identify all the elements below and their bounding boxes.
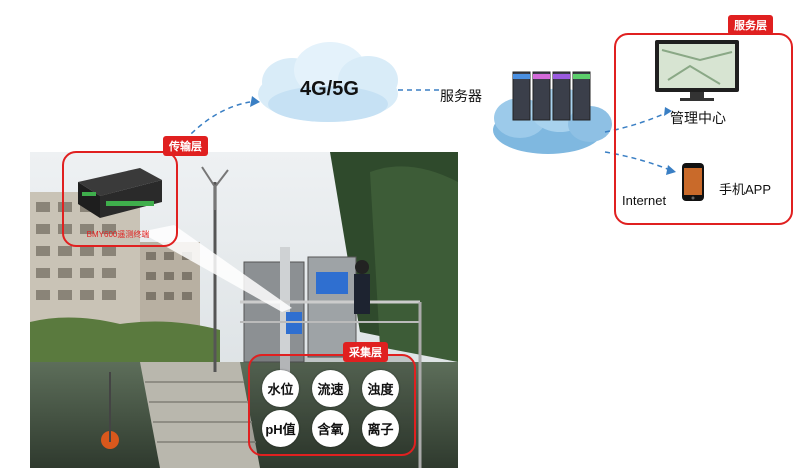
mgmt-center-label: 管理中心: [670, 110, 726, 126]
param-oxygen: 含氧: [312, 410, 349, 447]
monitor-icon: [655, 40, 739, 101]
device-label: BMY600遥测终端: [86, 230, 150, 239]
network-label: 4G/5G: [300, 78, 359, 100]
param-ph: pH值: [262, 410, 299, 447]
network-cloud: [258, 42, 398, 122]
service-layer-tag: 服务层: [728, 15, 773, 35]
device-callout: [140, 225, 292, 312]
server-icon: [512, 71, 591, 121]
param-water-level: 水位: [262, 370, 299, 407]
param-turbidity: 浊度: [362, 370, 399, 407]
phone-icon: [682, 163, 704, 201]
transport-layer-box: [62, 151, 178, 247]
server-label: 服务器: [440, 88, 482, 104]
arrow-head-network: [250, 96, 260, 107]
mobile-app-label: 手机APP: [719, 182, 772, 197]
transport-layer-tag: 传输层: [163, 136, 208, 156]
arrow-head-mgmt: [664, 107, 672, 116]
param-flow-rate: 流速: [312, 370, 349, 407]
collect-layer-box: 水位 流速 浊度 pH值 含氧 离子: [248, 354, 416, 456]
collect-layer-tag: 采集层: [343, 342, 388, 362]
internet-label: Internet: [622, 193, 667, 208]
service-layer-box: [614, 33, 793, 225]
arrow-head-app: [666, 165, 676, 175]
terminal-device-icon: [78, 168, 162, 218]
arrow-to-network: [184, 101, 251, 141]
param-ion: 离子: [362, 410, 399, 447]
